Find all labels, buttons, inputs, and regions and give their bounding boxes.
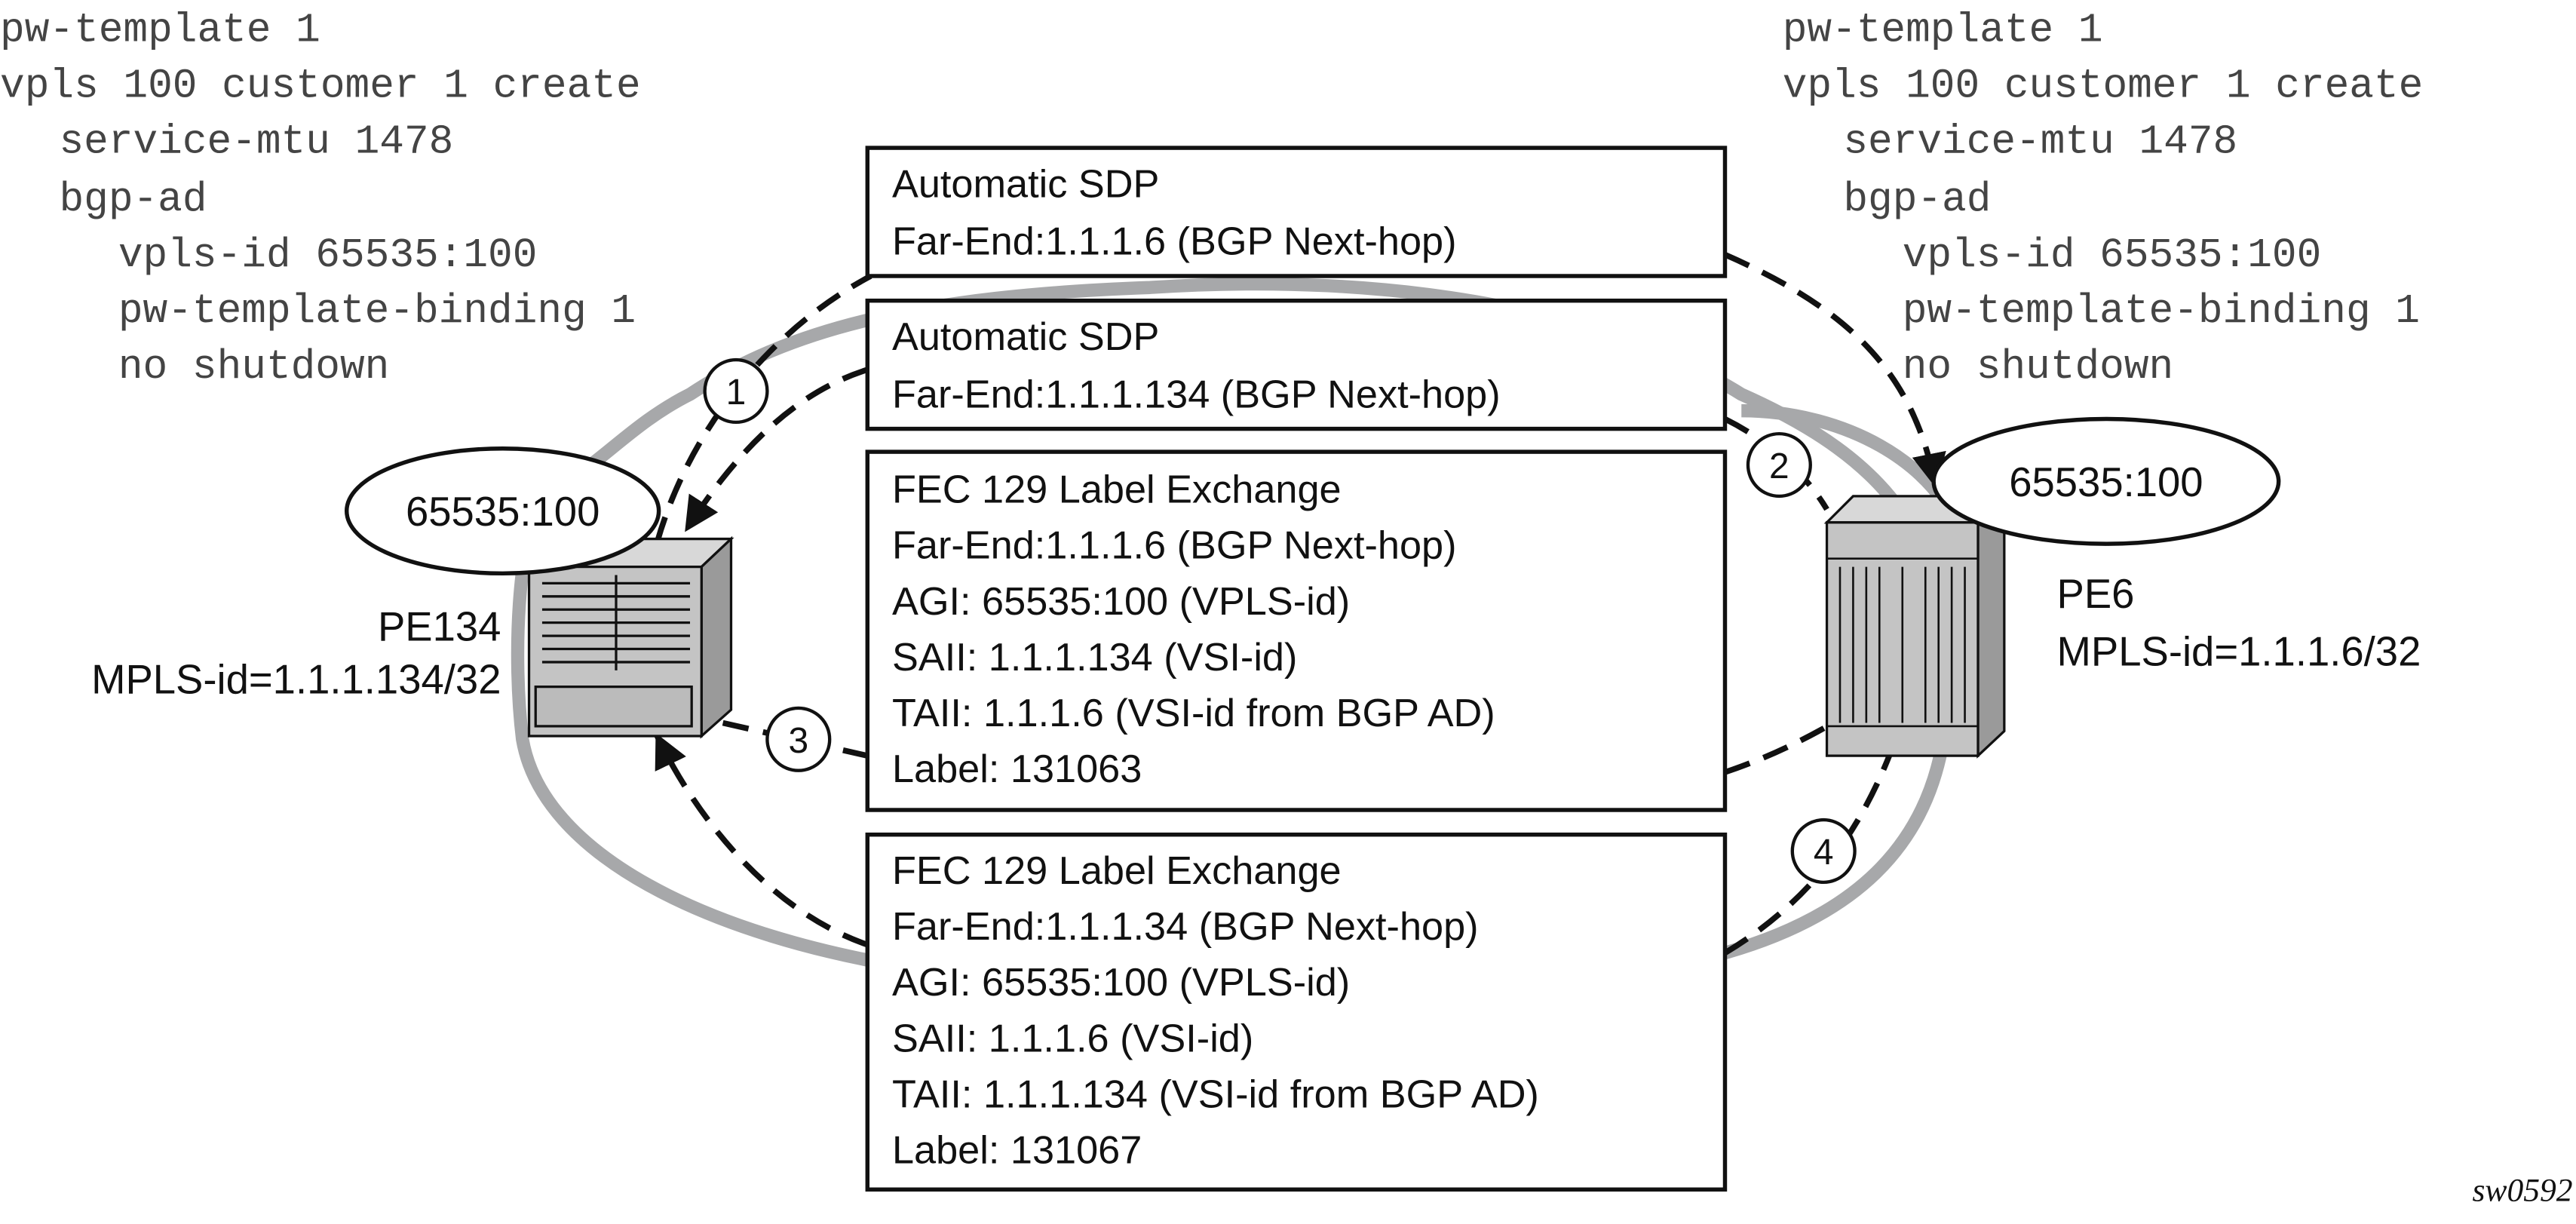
step-2-marker: 2: [1746, 431, 1812, 498]
box-line: TAII: 1.1.1.6 (VSI-id from BGP AD): [892, 692, 1495, 735]
config-line: no shutdown: [1903, 345, 2173, 391]
step-4-marker: 4: [1790, 818, 1857, 885]
svg-text:4: 4: [1814, 833, 1834, 873]
box-fec129-2: FEC 129 Label Exchange Far-End:1.1.1.34 …: [865, 832, 1728, 1192]
svg-text:3: 3: [788, 721, 808, 761]
config-line: pw-template 1: [1783, 8, 2103, 54]
pe6-vpls-ellipse: [1931, 416, 2281, 546]
step-1-marker: 1: [703, 357, 769, 425]
config-line: vpls 100 customer 1 create: [0, 64, 641, 110]
box-line: Automatic SDP: [892, 162, 1159, 206]
arrow-step-2: [684, 367, 869, 532]
arrow-step-4: [655, 732, 869, 948]
pe134-router-icon: [526, 535, 734, 739]
pe134-mpls-id: MPLS-id=1.1.1.134/32: [91, 656, 501, 702]
box-line: Automatic SDP: [892, 315, 1159, 359]
box-line: Far-End:1.1.1.34 (BGP Next-hop): [892, 905, 1479, 949]
figure-id: sw0592: [2472, 1173, 2572, 1209]
pe6-vpls-id: 65535:100: [2009, 459, 2203, 505]
box-line: SAII: 1.1.1.134 (VSI-id): [892, 636, 1297, 679]
arrow-step-2b: [1723, 416, 1829, 511]
arrow-step-3: [722, 719, 869, 759]
pe134-name: PE134: [378, 604, 501, 650]
box-line: SAII: 1.1.1.6 (VSI-id): [892, 1017, 1253, 1060]
config-line: service-mtu 1478: [59, 120, 453, 166]
box-line: TAII: 1.1.1.134 (VSI-id from BGP AD): [892, 1072, 1539, 1116]
box-line: Far-End:1.1.1.6 (BGP Next-hop): [892, 524, 1457, 568]
pe6-name: PE6: [2057, 571, 2135, 617]
box-line: AGI: 65535:100 (VPLS-id): [892, 580, 1350, 624]
box-fec129-1: FEC 129 Label Exchange Far-End:1.1.1.6 (…: [865, 449, 1728, 812]
box-line: Label: 131067: [892, 1128, 1142, 1172]
box-line: Far-End:1.1.1.6 (BGP Next-hop): [892, 220, 1457, 264]
config-line: pw-template-binding 1: [1903, 289, 2420, 335]
box-line: FEC 129 Label Exchange: [892, 468, 1342, 512]
config-line: vpls-id 65535:100: [1903, 233, 2322, 279]
box-auto-sdp-1: Automatic SDP Far-End:1.1.1.6 (BGP Next-…: [865, 146, 1728, 278]
svg-text:2: 2: [1769, 446, 1789, 486]
pe134-vpls-ellipse: [344, 446, 661, 576]
box-line: Far-End:1.1.1.134 (BGP Next-hop): [892, 373, 1501, 416]
box-line: Label: 131063: [892, 747, 1142, 791]
pe6-mpls-id: MPLS-id=1.1.1.6/32: [2057, 628, 2421, 674]
config-line: vpls 100 customer 1 create: [1783, 64, 2424, 110]
pe134-vpls-id: 65535:100: [406, 489, 600, 535]
config-line: pw-template 1: [0, 8, 320, 54]
box-line: AGI: 65535:100 (VPLS-id): [892, 961, 1350, 1005]
right-config: pw-template 1 vpls 100 customer 1 create…: [1783, 8, 2424, 391]
config-line: pw-template-binding 1: [118, 289, 636, 335]
config-line: no shutdown: [118, 345, 389, 391]
box-auto-sdp-2: Automatic SDP Far-End:1.1.1.134 (BGP Nex…: [865, 298, 1728, 431]
box-line: FEC 129 Label Exchange: [892, 849, 1342, 893]
pe6-router-icon: [1823, 492, 2007, 759]
config-line: service-mtu 1478: [1843, 120, 2237, 166]
arrow-step-1: [654, 273, 872, 543]
svg-text:1: 1: [726, 373, 747, 413]
arrow-step-1b: [1723, 252, 1946, 489]
step-3-marker: 3: [765, 706, 832, 772]
config-line: bgp-ad: [59, 177, 207, 223]
left-config: pw-template 1 vpls 100 customer 1 create…: [0, 8, 641, 391]
config-line: vpls-id 65535:100: [118, 233, 538, 279]
config-line: bgp-ad: [1843, 177, 1991, 223]
